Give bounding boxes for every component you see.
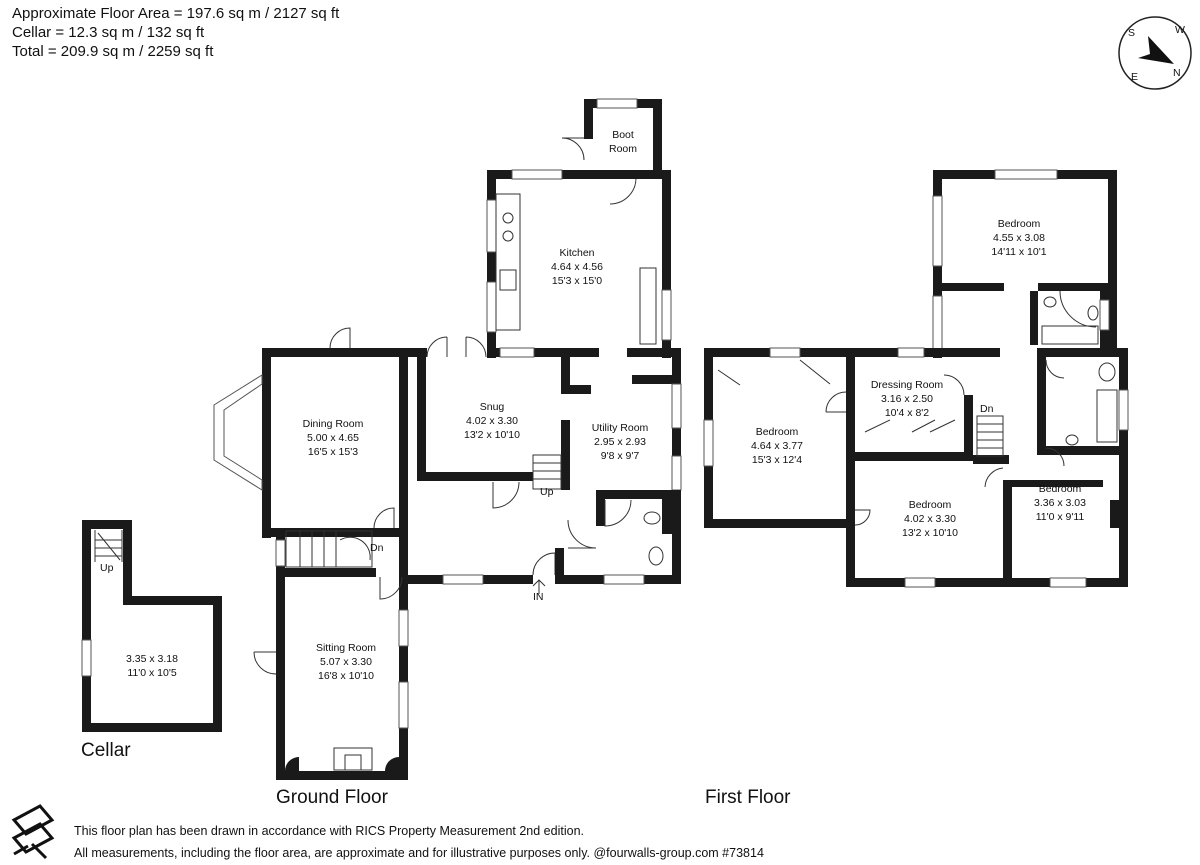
disclaimer-line-1: This floor plan has been drawn in accord… [74, 824, 584, 838]
dining-metric: 5.00 x 4.65 [307, 432, 359, 444]
bedroom2-metric: 4.64 x 3.77 [751, 440, 803, 452]
hall-stairs-dn: Dn [370, 542, 384, 554]
landing-stairs-dn: Dn [980, 403, 994, 415]
bedroom1-imperial: 14'11 x 10'1 [991, 246, 1046, 258]
ground-floor-plan [213, 98, 682, 780]
summary-cellar-area: Cellar = 12.3 sq m / 132 sq ft [12, 24, 205, 41]
compass-arrow-icon [1138, 36, 1174, 64]
bedroom4-imperial: 11'0 x 9'11 [1036, 511, 1085, 523]
first-floor-label: First Floor [705, 787, 791, 808]
kitchen-name: Kitchen [559, 247, 594, 259]
kitchen-imperial: 15'3 x 15'0 [552, 275, 602, 287]
dressing-name: Dressing Room [871, 379, 944, 391]
bedroom4-metric: 3.36 x 3.03 [1034, 497, 1086, 509]
dressing-imperial: 10'4 x 8'2 [885, 407, 929, 419]
bedroom1-name: Bedroom [998, 218, 1041, 230]
snug-name: Snug [480, 401, 505, 413]
sitting-metric: 5.07 x 3.30 [320, 656, 372, 668]
bedroom3-metric: 4.02 x 3.30 [904, 513, 956, 525]
compass-s: S [1128, 27, 1135, 39]
utility-metric: 2.95 x 2.93 [594, 436, 646, 448]
room-labels: Boot Room Kitchen 4.64 x 4.56 15'3 x 15'… [303, 129, 1086, 682]
entrance-label: IN [533, 591, 544, 603]
cellar-plan: Up 3.35 x 3.18 11'0 x 10'5 [81, 520, 222, 732]
boot-room-name: Boot [612, 129, 634, 141]
dressing-metric: 3.16 x 2.50 [881, 393, 933, 405]
snug-imperial: 13'2 x 10'10 [464, 429, 520, 441]
boot-room-name2: Room [609, 143, 637, 155]
snug-stairs-up: Up [540, 486, 554, 498]
bedroom3-imperial: 13'2 x 10'10 [902, 527, 958, 539]
bedroom1-metric: 4.55 x 3.08 [993, 232, 1045, 244]
fourwalls-logo-icon [11, 804, 55, 860]
summary-floor-area: Approximate Floor Area = 197.6 sq m / 21… [12, 5, 340, 22]
cellar-room-imperial: 11'0 x 10'5 [127, 667, 177, 679]
kitchen-metric: 4.64 x 4.56 [551, 261, 603, 273]
cellar-label: Cellar [81, 740, 131, 761]
compass-e: E [1131, 71, 1138, 83]
bedroom3-name: Bedroom [909, 499, 952, 511]
disclaimer-line-2: All measurements, including the floor ar… [74, 846, 764, 860]
compass: S W E N [1118, 16, 1192, 90]
compass-n: N [1173, 67, 1181, 79]
dining-name: Dining Room [303, 418, 364, 430]
snug-metric: 4.02 x 3.30 [466, 415, 518, 427]
bedroom4-name: Bedroom [1039, 483, 1082, 495]
compass-ring [1118, 16, 1192, 90]
cellar-room-metric: 3.35 x 3.18 [126, 653, 178, 665]
cellar-stairs-up: Up [100, 562, 114, 574]
compass-w: W [1175, 24, 1185, 36]
bedroom2-name: Bedroom [756, 426, 799, 438]
ground-floor-label: Ground Floor [276, 787, 389, 808]
first-floor-plan [703, 169, 1129, 588]
dining-imperial: 16'5 x 15'3 [308, 446, 358, 458]
bedroom2-imperial: 15'3 x 12'4 [752, 454, 802, 466]
utility-imperial: 9'8 x 9'7 [601, 450, 640, 462]
sitting-imperial: 16'8 x 10'10 [318, 670, 374, 682]
disclaimer: This floor plan has been drawn in accord… [74, 820, 764, 864]
area-summary: Approximate Floor Area = 197.6 sq m / 21… [12, 4, 339, 61]
summary-total-area: Total = 209.9 sq m / 2259 sq ft [12, 43, 214, 60]
sitting-name: Sitting Room [316, 642, 376, 654]
utility-name: Utility Room [592, 422, 649, 434]
